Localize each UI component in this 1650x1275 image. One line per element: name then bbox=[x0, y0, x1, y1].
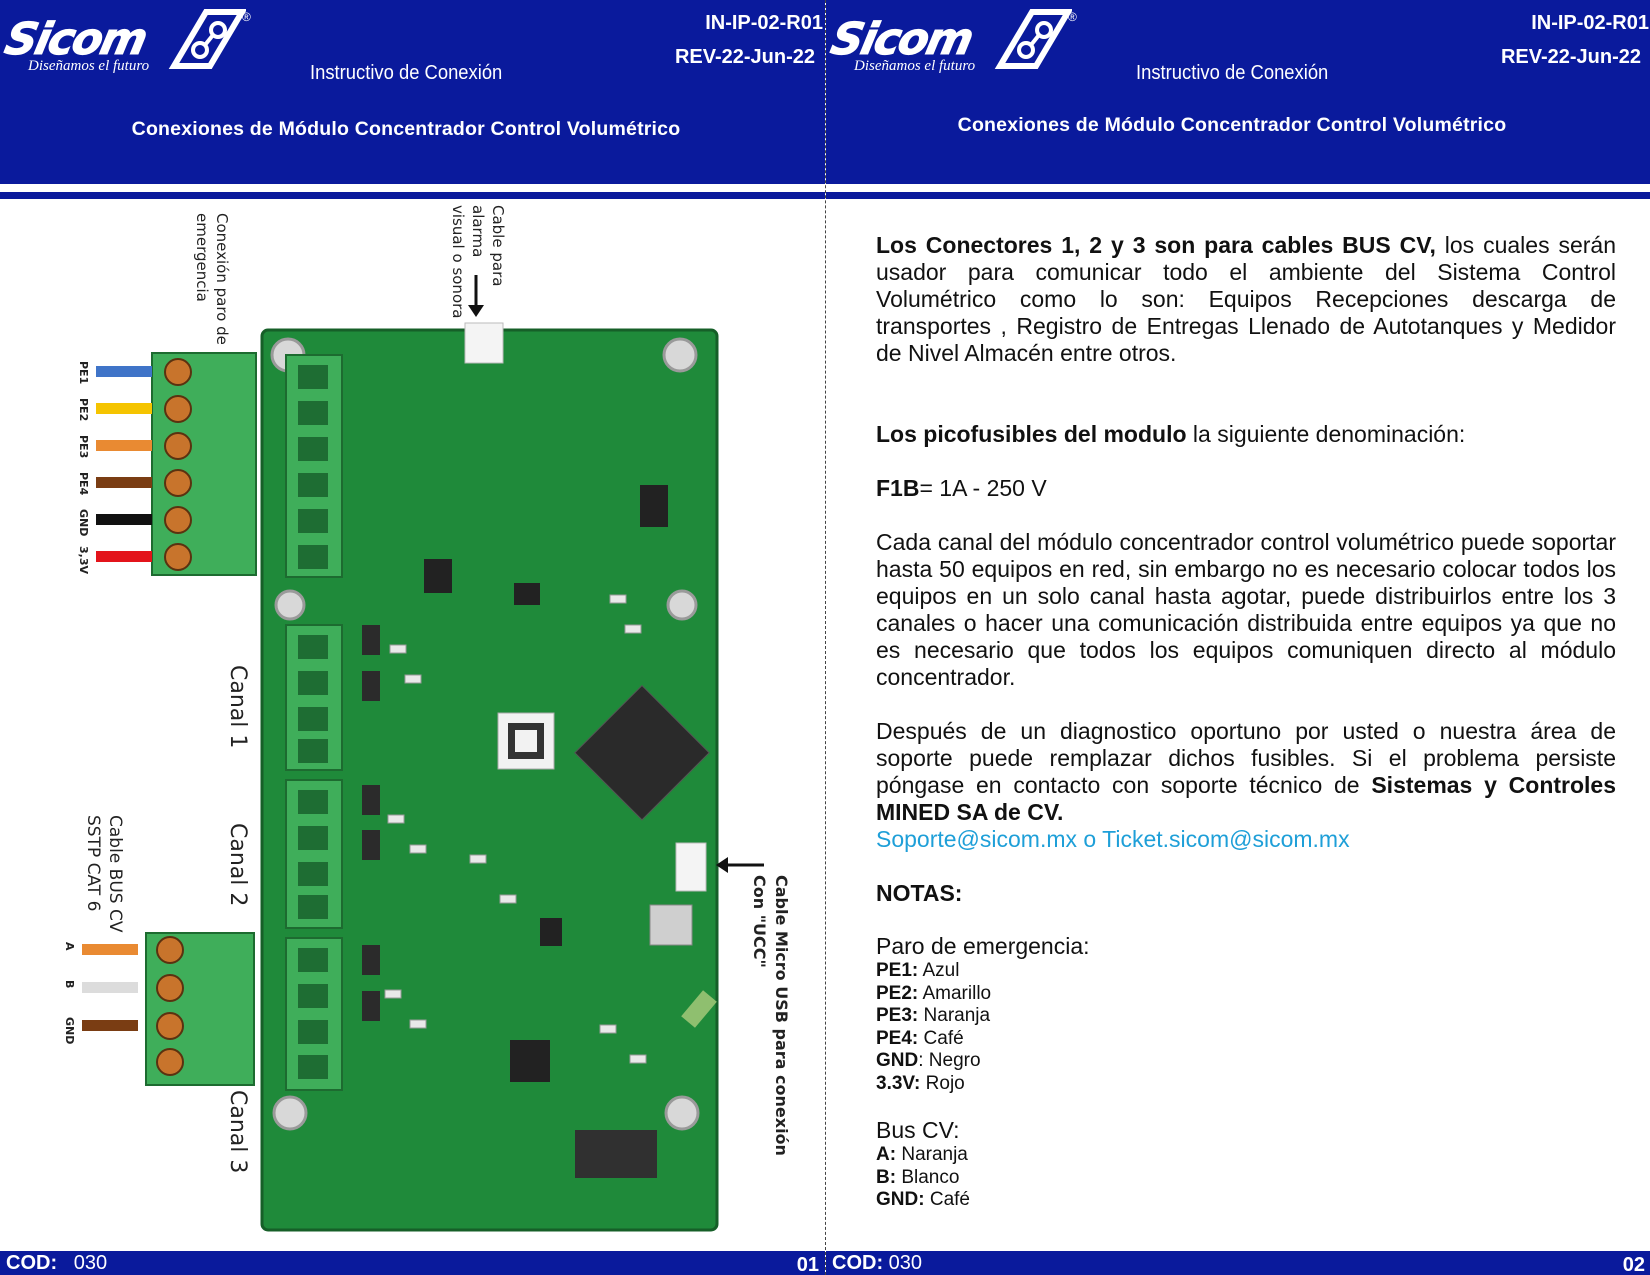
support-email-link[interactable]: Soporte@sicom.mx o Ticket.sicom@sicom.mx bbox=[876, 826, 1350, 852]
mount-hole bbox=[664, 1095, 700, 1131]
relay-module bbox=[575, 1130, 657, 1178]
qr-label bbox=[497, 712, 555, 770]
board-diagram: Conexión paro de emergencia Cable para a… bbox=[0, 205, 825, 1245]
label-alarm: Cable para alarma visual o sonora bbox=[449, 205, 507, 319]
wire-pe3 bbox=[96, 440, 152, 451]
list-item: PE2: Amarillo bbox=[876, 982, 992, 1004]
wire-gnd bbox=[96, 514, 152, 525]
wire-b bbox=[82, 982, 138, 993]
list-item: 3.3V: Rojo bbox=[876, 1072, 965, 1094]
pin-label-pe2: PE2 bbox=[77, 398, 90, 422]
footer: COD: 030 02 bbox=[826, 1251, 1650, 1275]
list-item: GND: Café bbox=[876, 1189, 970, 1210]
emergency-title: Paro de emergencia: bbox=[876, 933, 1090, 959]
mount-hole bbox=[272, 1095, 308, 1131]
wire-bus-gnd bbox=[82, 1020, 138, 1031]
bus-list: A: Naranja B: Blanco GND: Café bbox=[876, 1144, 1616, 1212]
usb-port bbox=[649, 904, 693, 946]
board-illustration bbox=[82, 275, 764, 1232]
paragraph-fuses: Los picofusibles del modulo la siguiente… bbox=[876, 421, 1466, 447]
wire-pe2 bbox=[96, 403, 152, 414]
document-revision: REV-22-Jun-22 bbox=[1500, 46, 1641, 68]
document-revision: REV-22-Jun-22 bbox=[674, 46, 815, 68]
list-item: PE1: Azul bbox=[876, 960, 960, 981]
notes-title: NOTAS: bbox=[876, 880, 963, 906]
page-right: Sicom ® Diseñamos el futuro IN-IP-02-R01… bbox=[826, 0, 1650, 1275]
list-item: PE4: Café bbox=[876, 1027, 964, 1049]
footer: COD: 030 01 bbox=[0, 1251, 825, 1275]
document-code: IN-IP-02-R01 bbox=[1531, 12, 1649, 34]
wire-pe4 bbox=[96, 477, 152, 488]
paragraph-support: Después de un diagnostico oportuno por u… bbox=[876, 718, 1616, 825]
brand-logo: Sicom ® Diseñamos el futuro bbox=[826, 8, 1082, 78]
brand-tagline: Diseñamos el futuro bbox=[28, 58, 150, 74]
document-title: Instructivo de Conexión bbox=[1136, 62, 1329, 84]
bus-title: Bus CV: bbox=[876, 1117, 960, 1143]
mount-hole bbox=[274, 589, 306, 621]
header-stripe bbox=[0, 184, 825, 192]
list-item: B: Blanco bbox=[876, 1166, 960, 1188]
mount-hole bbox=[662, 337, 698, 373]
header: Sicom ® Diseñamos el futuro IN-IP-02-R01… bbox=[0, 0, 825, 184]
header-stripe bbox=[826, 184, 1650, 192]
page-number: 01 bbox=[796, 1254, 819, 1275]
pin-label-pe3: PE3 bbox=[77, 435, 90, 459]
list-item: GND: Negro bbox=[876, 1050, 981, 1071]
fuse bbox=[681, 990, 717, 1028]
label-bus-cable: Cable BUS CV SSTP CAT 6 bbox=[83, 815, 125, 933]
header: Sicom ® Diseñamos el futuro IN-IP-02-R01… bbox=[826, 0, 1650, 184]
wire-3v3 bbox=[96, 551, 152, 562]
pin-label-b: B bbox=[63, 980, 76, 989]
ic-chip bbox=[424, 559, 452, 593]
header-stripe-bottom bbox=[0, 192, 825, 199]
pin-label-gnd: GND bbox=[77, 509, 90, 537]
brand-logo: Sicom ® Diseñamos el futuro bbox=[0, 8, 256, 78]
footer-code: COD: 030 bbox=[6, 1252, 108, 1274]
registered-icon: ® bbox=[242, 10, 251, 24]
channel-label-3: Canal 3 bbox=[225, 1090, 250, 1174]
ic-chip bbox=[510, 1040, 550, 1082]
ucc-connector bbox=[675, 842, 707, 892]
channel-label-1: Canal 1 bbox=[225, 665, 250, 749]
channel-label-2: Canal 2 bbox=[225, 823, 250, 907]
pin-label-a: A bbox=[63, 942, 76, 951]
document-title: Instructivo de Conexión bbox=[310, 62, 503, 84]
instructions-text: Los Conectores 1, 2 y 3 son para cables … bbox=[876, 232, 1616, 1212]
pin-label-pe4: PE4 bbox=[77, 472, 90, 496]
sensor-chip bbox=[514, 583, 540, 605]
document-code: IN-IP-02-R01 bbox=[705, 12, 823, 34]
header-stripe-bottom bbox=[826, 192, 1650, 199]
label-usb-cable: Cable Micro USB para conexión Con "UCC" bbox=[750, 875, 791, 1156]
brand-tagline: Diseñamos el futuro bbox=[854, 58, 976, 74]
document-subtitle: Conexiones de Módulo Concentrador Contro… bbox=[131, 118, 681, 140]
pin-label-bus-gnd: GND bbox=[63, 1017, 76, 1045]
registered-icon: ® bbox=[1068, 10, 1077, 24]
list-item: PE3: Naranja bbox=[876, 1005, 991, 1026]
paragraph-connectors: Los Conectores 1, 2 y 3 son para cables … bbox=[876, 232, 1617, 366]
page-divider bbox=[825, 0, 826, 1275]
emergency-terminal-block bbox=[151, 352, 257, 576]
label-emergency: Conexión paro de emergencia bbox=[193, 213, 231, 345]
footer-code: COD: 030 bbox=[832, 1252, 923, 1274]
alarm-connector bbox=[464, 322, 504, 364]
microcontroller-chip bbox=[574, 684, 710, 821]
emergency-list: PE1: Azul PE2: Amarillo PE3: Naranja PE4… bbox=[876, 960, 1616, 1095]
pin-header bbox=[640, 485, 668, 527]
list-item: A: Naranja bbox=[876, 1144, 968, 1165]
pin-label-pe1: PE1 bbox=[77, 361, 90, 385]
fuse-rating: F1B= 1A - 250 V bbox=[876, 475, 1047, 501]
ic-chip bbox=[540, 918, 562, 946]
paragraph-channels: Cada canal del módulo concentrador contr… bbox=[876, 529, 1616, 690]
page-number: 02 bbox=[1622, 1254, 1645, 1275]
document-subtitle: Conexiones de Módulo Concentrador Contro… bbox=[957, 114, 1507, 136]
wire-pe1 bbox=[96, 366, 152, 377]
brand-mark-icon bbox=[994, 9, 1072, 69]
wire-a bbox=[82, 944, 138, 955]
pin-label-3v3: 3,3V bbox=[77, 546, 90, 574]
brand-mark-icon bbox=[168, 9, 246, 69]
connector-pe-board bbox=[285, 354, 343, 578]
mount-hole bbox=[666, 589, 698, 621]
page-left: Sicom ® Diseñamos el futuro IN-IP-02-R01… bbox=[0, 0, 825, 1275]
